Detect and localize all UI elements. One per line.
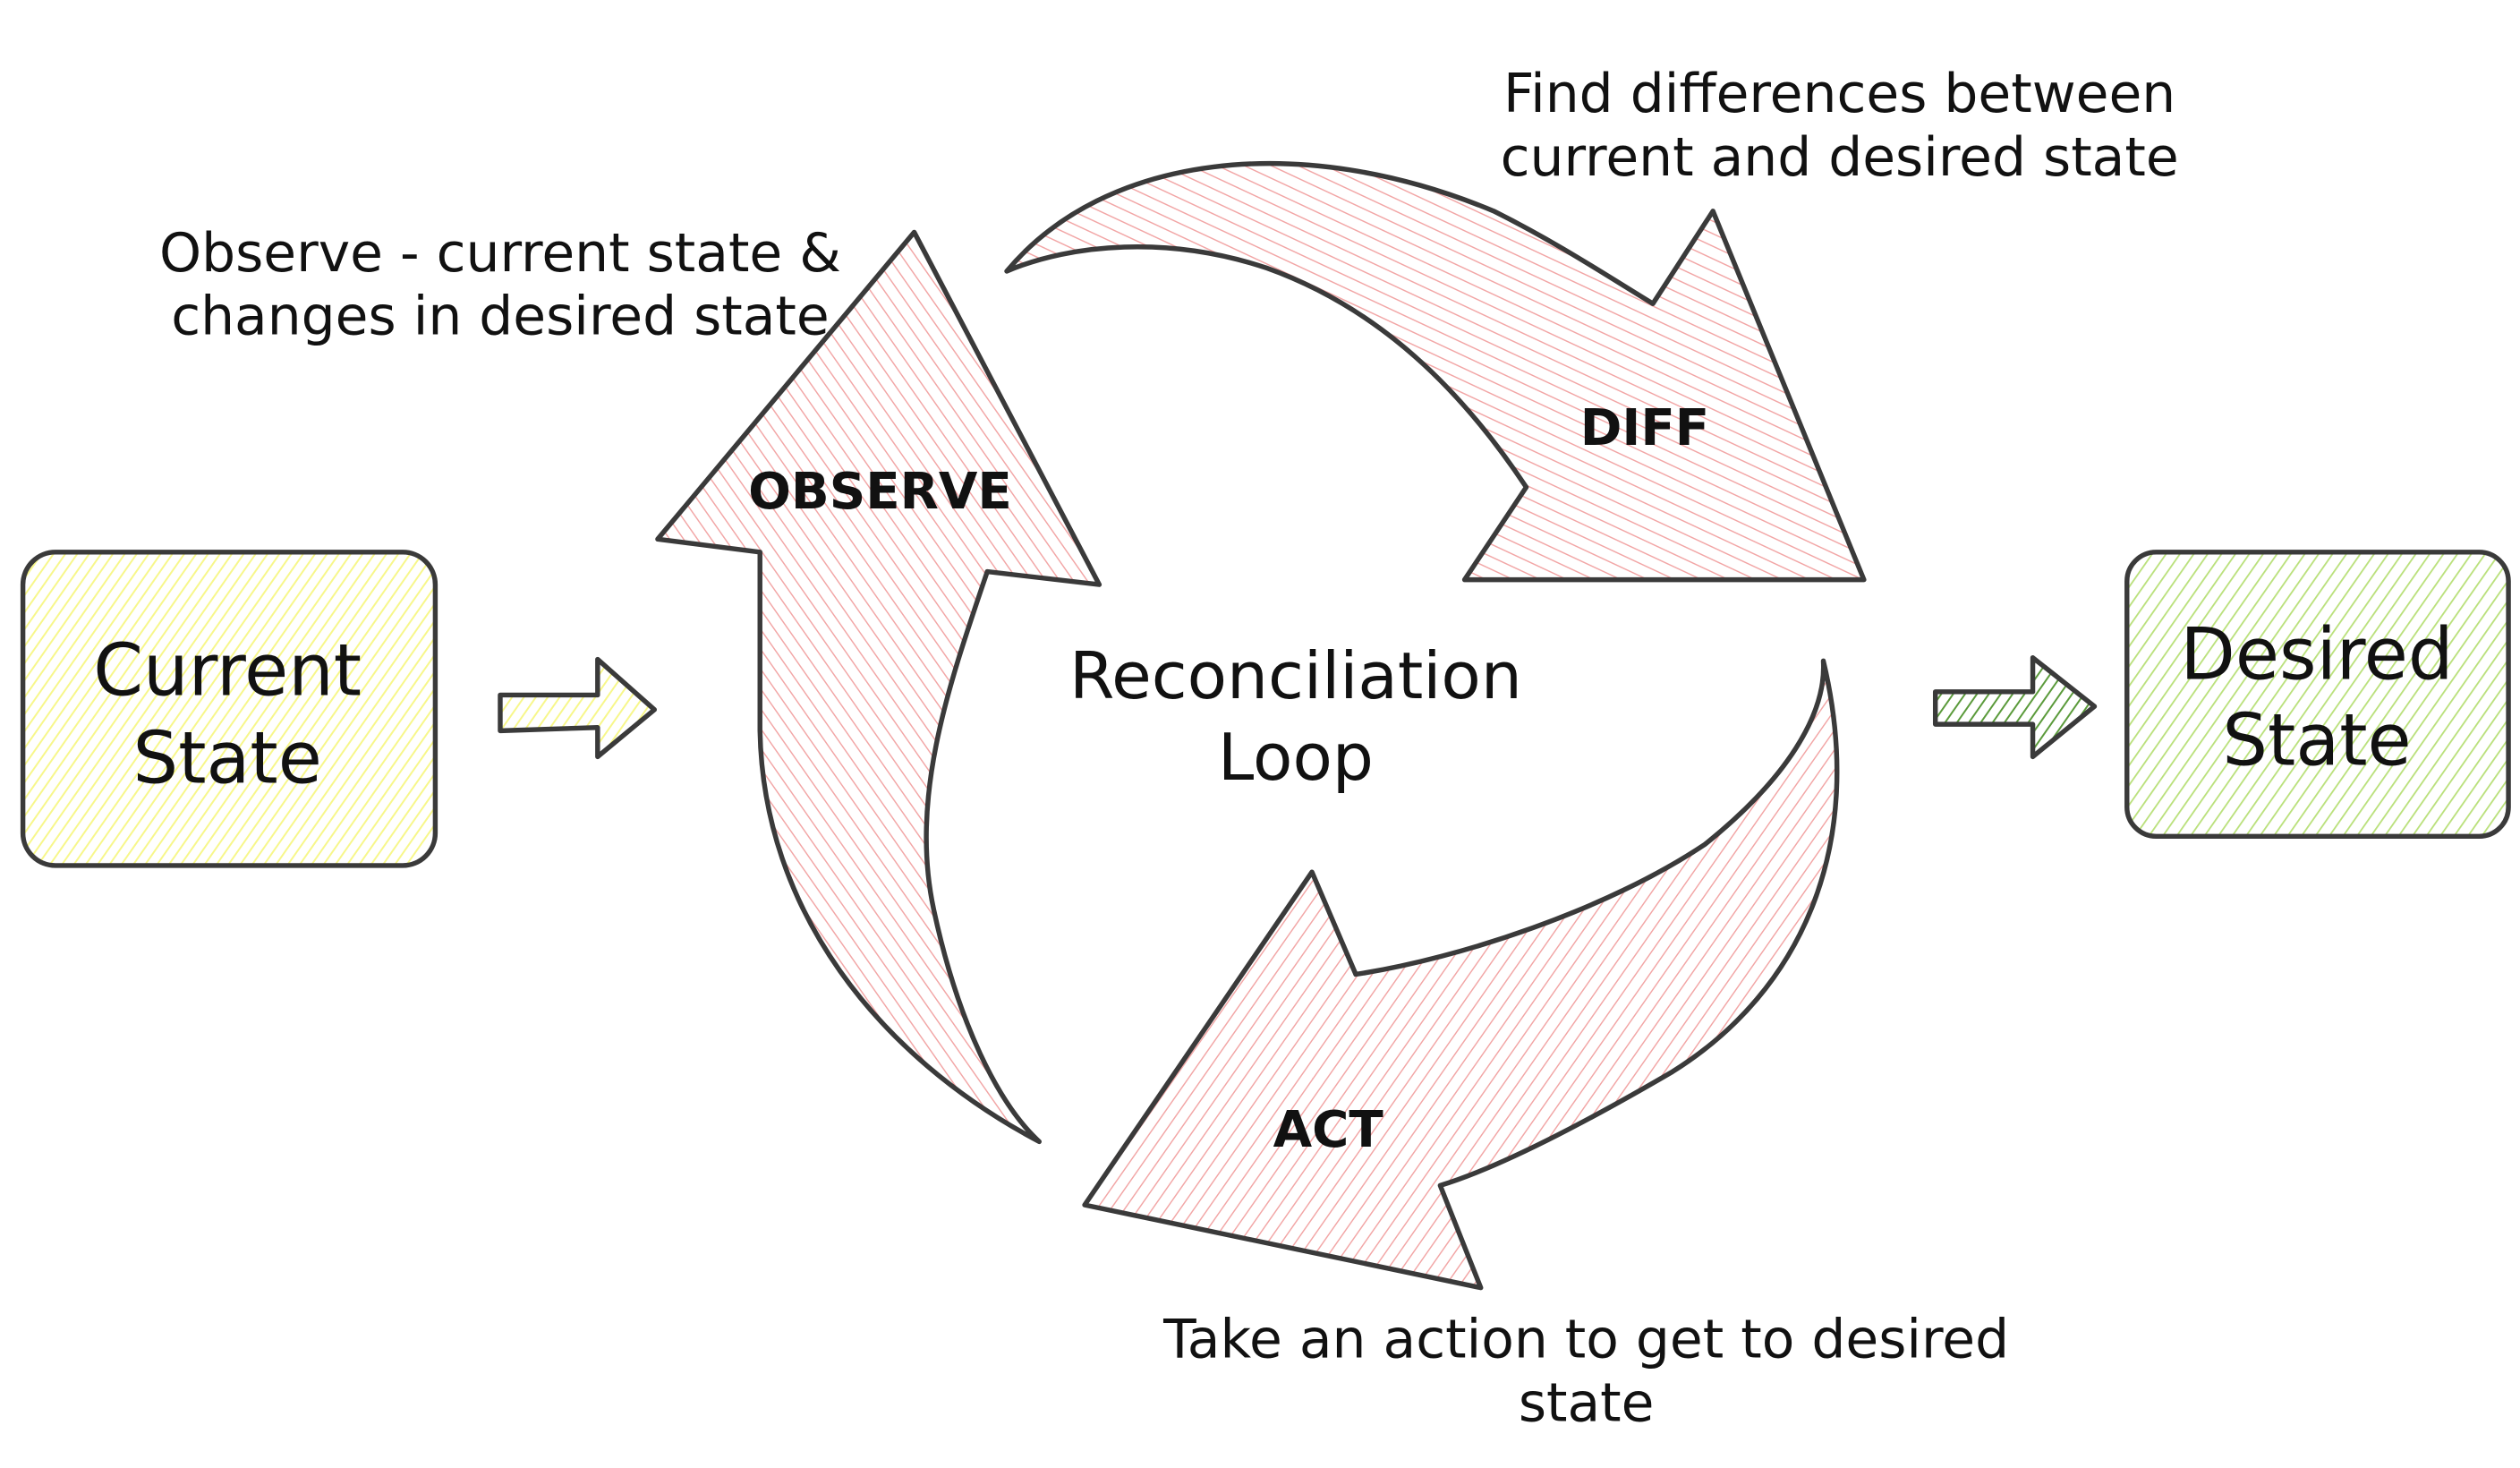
observe-arrow: OBSERVE bbox=[655, 229, 1102, 1145]
diff-note-line-1: Find differences between bbox=[1503, 63, 2175, 125]
act-note-line-2: state bbox=[1519, 1371, 1655, 1434]
current-state-box: Current State bbox=[20, 550, 438, 868]
input-arrow bbox=[498, 656, 658, 760]
output-arrow bbox=[1932, 655, 2098, 760]
desired-state-box: Desired State bbox=[2124, 550, 2511, 840]
act-note-line-1: Take an action to get to desired bbox=[1162, 1309, 2009, 1371]
loop-title-line-1: Reconciliation bbox=[1069, 639, 1522, 714]
loop-title-line-2: Loop bbox=[1218, 721, 1374, 796]
observe-label: OBSERVE bbox=[748, 463, 1012, 521]
current-state-label-2: State bbox=[133, 716, 322, 799]
diff-label: DIFF bbox=[1580, 399, 1709, 457]
observe-note-line-1: Observe - current state & bbox=[159, 222, 841, 285]
desired-state-label-1: Desired bbox=[2180, 612, 2453, 696]
desired-state-label-2: State bbox=[2222, 698, 2411, 781]
act-label: ACT bbox=[1273, 1101, 1384, 1159]
current-state-label-1: Current bbox=[93, 628, 362, 712]
diff-note-line-2: current and desired state bbox=[1501, 126, 2179, 189]
diff-arrow: DIFF bbox=[1004, 160, 1867, 583]
act-arrow: ACT bbox=[1082, 658, 1840, 1291]
observe-note-line-2: changes in desired state bbox=[171, 286, 830, 348]
